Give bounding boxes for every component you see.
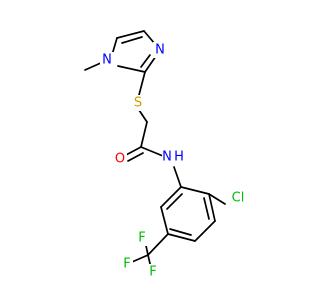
atom-nh: N H xyxy=(162,149,186,165)
molecule-canvas: N N S O N H Cl F F xyxy=(84,30,248,280)
bond-ring-a6-a1 xyxy=(160,186,182,208)
atom-nh-h-label: H xyxy=(174,150,184,165)
bond-c4-n3 xyxy=(143,30,156,45)
atom-f-top-label: F xyxy=(138,231,145,246)
bond-aryl-cf3 xyxy=(147,233,169,256)
bond-c2-s xyxy=(138,71,146,96)
bond-c-f2 xyxy=(131,254,149,263)
atom-o: O xyxy=(113,151,127,167)
atom-n-imine: N xyxy=(153,42,167,58)
atom-cl: Cl xyxy=(228,190,248,206)
atom-f-left: F xyxy=(121,256,133,272)
bond-ring-a6-a1-inner xyxy=(166,193,183,210)
bond-ring-a1-a2 xyxy=(180,186,210,195)
molecule-diagram: N N S O N H Cl F F xyxy=(84,30,248,280)
bond-ring-a4-a5-inner xyxy=(169,228,192,236)
atom-f-top: F xyxy=(136,230,148,246)
atom-s: S xyxy=(131,95,145,111)
bond-ring-a3-a4 xyxy=(194,220,216,242)
atom-n-imine-label: N xyxy=(155,43,165,58)
bond-ring-a2-a3 xyxy=(208,193,216,222)
bond-c2-n1 xyxy=(117,65,146,73)
bond-carbonyl-o xyxy=(125,146,142,156)
atom-f-bottom: F xyxy=(147,264,159,280)
bond-c5-c4-inner xyxy=(121,36,143,44)
bond-carbonyl-nh xyxy=(140,146,164,157)
bond-n3-c2-inner xyxy=(140,54,151,68)
bond-n3-c2 xyxy=(144,55,157,73)
atom-s-label: S xyxy=(134,96,142,111)
bond-aryl-cl xyxy=(208,193,226,205)
atom-f-left-label: F xyxy=(123,257,130,272)
bond-c5-c4 xyxy=(116,30,145,39)
bond-s-ch2 xyxy=(138,109,148,123)
atom-f-bottom-label: F xyxy=(149,265,156,280)
bond-nh-aryl xyxy=(173,166,182,188)
atom-n-methyl-label: N xyxy=(102,53,112,68)
bond-ch2-carbonyl xyxy=(140,121,148,148)
bond-ring-a2-a3-inner xyxy=(203,197,210,220)
atom-nh-n-label: N xyxy=(162,150,172,165)
atom-cl-label: Cl xyxy=(232,191,245,206)
bond-ring-a5-a6 xyxy=(160,206,169,235)
atom-n-methyl: N xyxy=(100,52,114,68)
bond-ring-a4-a5 xyxy=(167,233,196,242)
atom-o-label: O xyxy=(115,152,125,167)
bond-carbonyl-o-second xyxy=(127,152,144,162)
